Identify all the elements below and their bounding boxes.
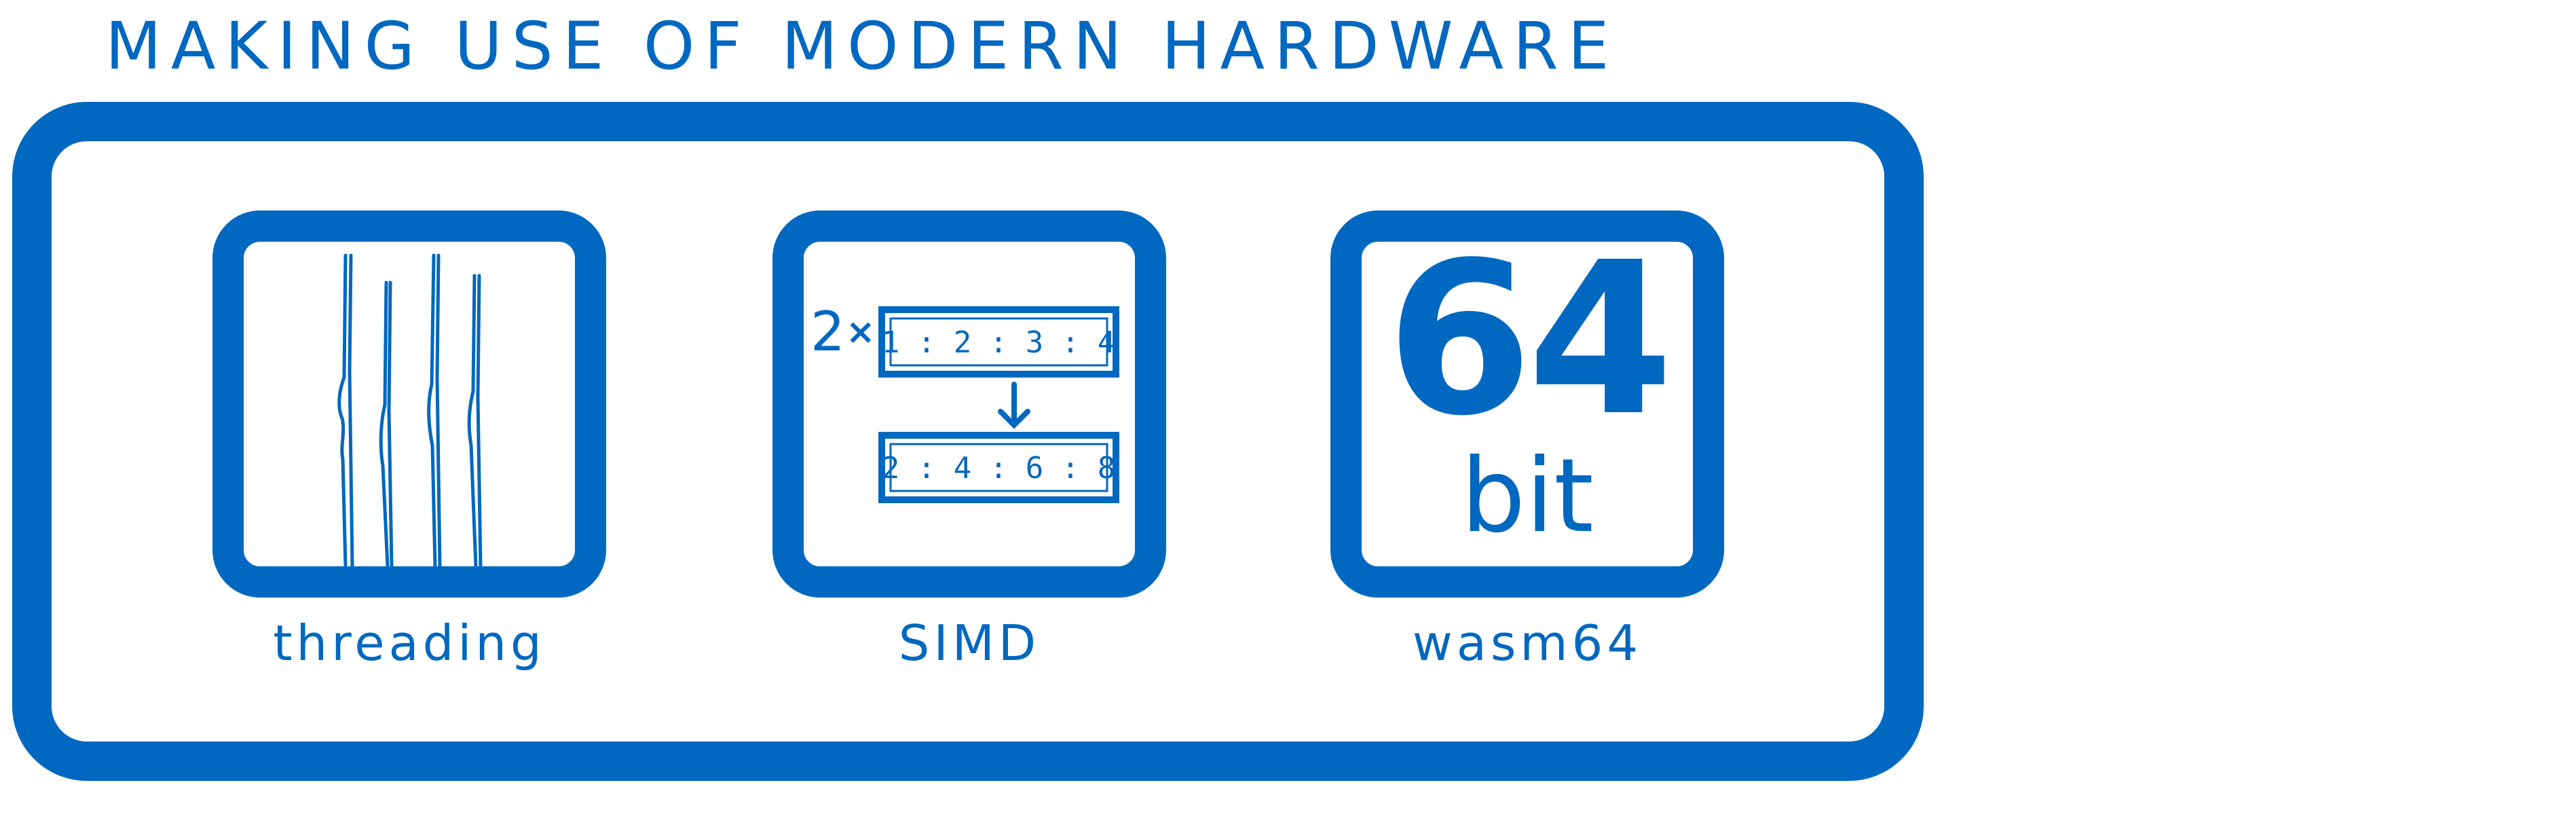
down-arrow-icon [998,382,1030,429]
simd-input-box [878,306,1119,378]
threads-illustration [337,253,483,566]
diagram-title: MAKING USE OF MODERN HARDWARE [105,8,1619,84]
thread-line-4 [387,280,394,566]
thread-line-8 [476,274,483,566]
thread-line-2 [348,253,354,566]
simd-output-vector: 2 : 4 : 6 : 8 [882,451,1115,486]
thread-line-5 [427,253,437,566]
thread-line-3 [379,280,390,566]
thread-line-1 [337,253,348,566]
simd-input-vector: 1 : 2 : 3 : 4 [882,325,1115,360]
threading-label: threading [273,615,546,672]
simd-times-sign: × [846,312,876,352]
simd-label: SIMD [898,615,1041,672]
threading-card [212,211,606,598]
simd-illustration: 2 × 1 : 2 : 3 : 4 2 : 4 : 6 : 8 [810,300,1119,503]
sixty-four-text: 64 [1386,217,1673,462]
bit-text: bit [1461,437,1594,555]
outer-frame [12,102,1924,781]
simd-output-box [878,432,1119,503]
thread-line-6 [435,253,442,566]
wasm64-card: 64 bit [1330,211,1724,598]
thread-line-7 [467,274,478,566]
simd-multiplier: 2 [810,300,845,363]
wasm64-label: wasm64 [1412,615,1643,672]
simd-card: 2 × 1 : 2 : 3 : 4 2 : 4 : 6 : 8 [772,211,1166,598]
